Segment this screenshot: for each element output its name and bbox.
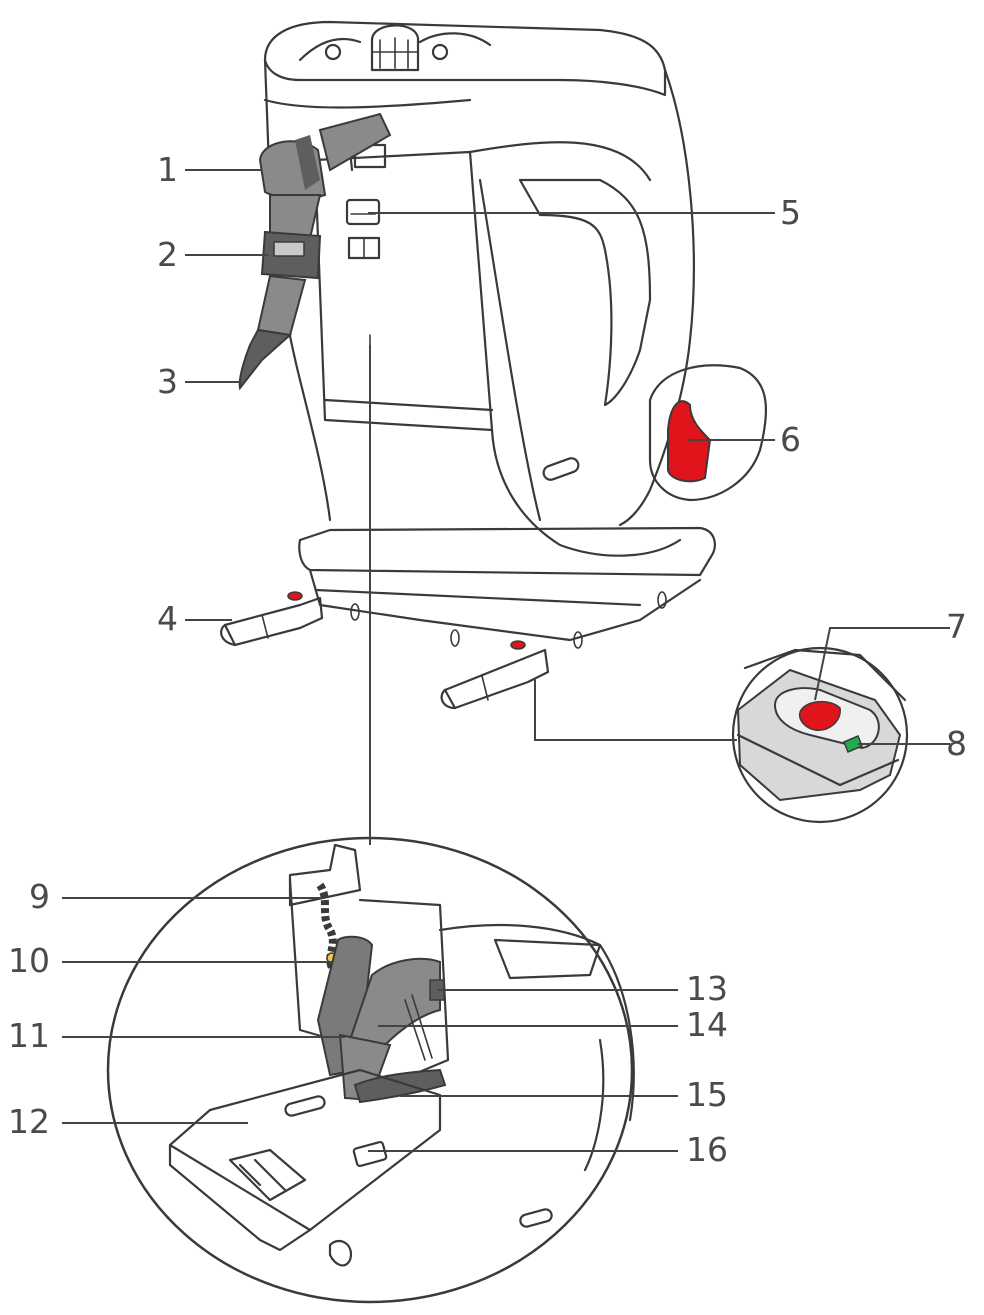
callout-3: 3	[157, 362, 178, 401]
callout-10: 10	[8, 941, 50, 980]
harness-detail	[106, 836, 635, 1304]
callout-7: 7	[946, 607, 967, 646]
callout-8: 8	[946, 724, 967, 763]
top-tether-strap	[238, 112, 392, 391]
car-seat-body	[263, 20, 768, 649]
callout-13: 13	[686, 969, 728, 1008]
isofix-connector-left	[220, 591, 324, 647]
isofix-connector-right	[440, 640, 550, 710]
callout-6: 6	[780, 420, 801, 459]
leader-lines	[62, 169, 950, 1152]
callout-15: 15	[686, 1075, 728, 1114]
callout-11: 11	[8, 1016, 50, 1055]
callout-14: 14	[686, 1005, 728, 1044]
callout-12: 12	[8, 1102, 50, 1141]
isofix-indicator-detail	[731, 646, 909, 824]
callout-5: 5	[780, 193, 801, 232]
callout-4: 4	[157, 599, 178, 638]
callout-16: 16	[686, 1130, 728, 1169]
callout-2: 2	[157, 235, 178, 274]
callout-1: 1	[157, 150, 178, 189]
callout-9: 9	[29, 877, 50, 916]
